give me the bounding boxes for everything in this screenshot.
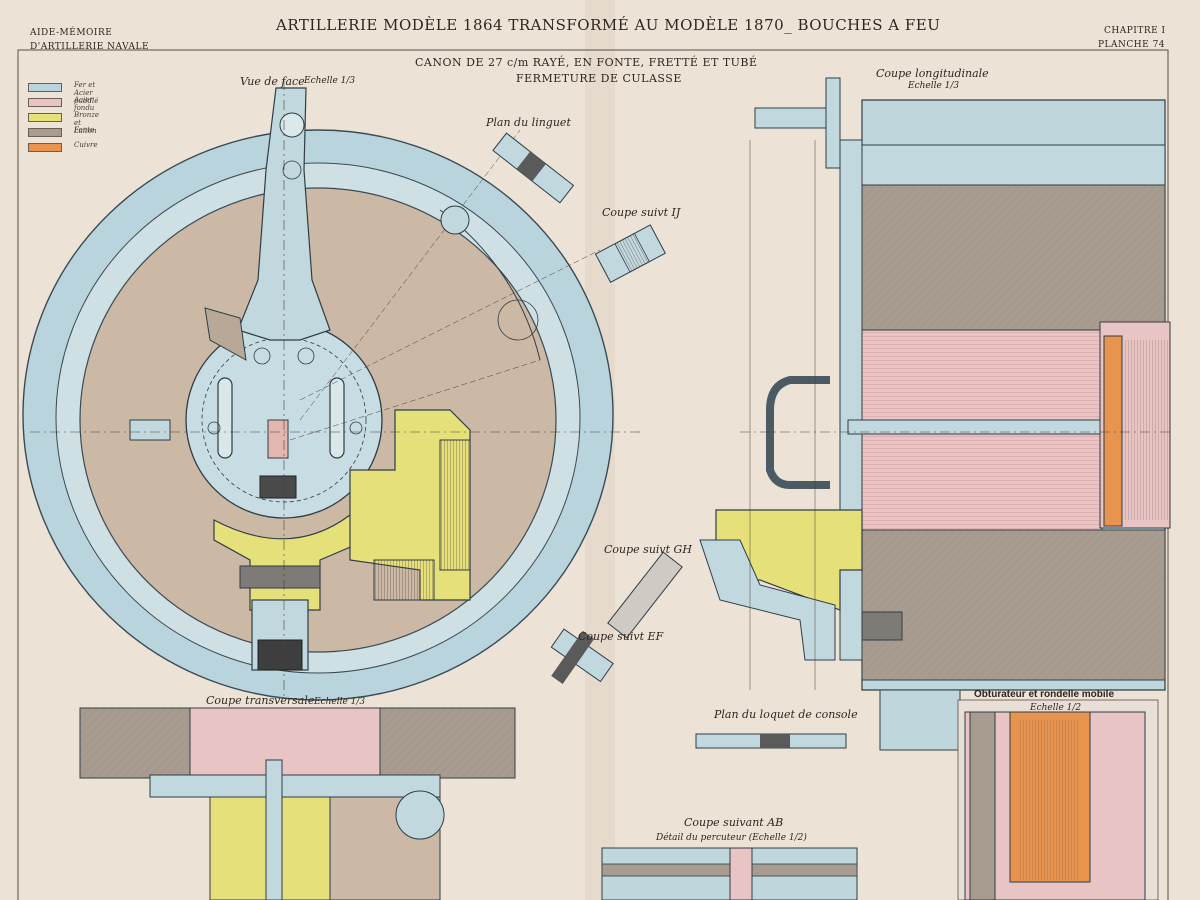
label-coupe-transversale-scale: Echelle 1/3 xyxy=(314,697,366,707)
section-ef-drawing xyxy=(550,628,614,684)
linguet-plan-drawing xyxy=(492,132,575,204)
plate-title: ARTILLERIE MODÈLE 1864 TRANSFORMÉ AU MOD… xyxy=(276,16,941,34)
legend-swatch xyxy=(28,143,62,152)
label-coupe-longitudinale: Coupe longitudinale xyxy=(876,67,989,80)
header-left-line2: D'ARTILLERIE NAVALE xyxy=(30,42,150,52)
label-vue-de-face: Vue de face xyxy=(240,75,305,88)
section-ij-drawing xyxy=(594,224,666,284)
drawing-subtitle: CANON DE 27 c/m RAYÉ, EN FONTE, FRETTÉ E… xyxy=(415,56,758,69)
console-latch-plan-drawing xyxy=(695,733,847,749)
transverse-section-drawing xyxy=(79,707,516,900)
legend-swatch xyxy=(28,83,62,92)
legend-swatch xyxy=(28,113,62,122)
label-obturateur-scale: Echelle 1/2 xyxy=(1030,703,1082,713)
label-plan-loquet-console: Plan du loquet de console xyxy=(714,708,858,721)
section-ab-drawing xyxy=(601,847,858,900)
legend-swatch xyxy=(28,98,62,107)
label-coupe-ab: Coupe suivant AB xyxy=(684,816,784,829)
label-plan-du-linguet: Plan du linguet xyxy=(486,116,571,129)
label-detail-percuteur: Détail du percuteur (Echelle 1/2) xyxy=(656,833,807,843)
label-coupe-ef: Coupe suivt EF xyxy=(578,630,664,643)
label-vue-de-face-scale: Echelle 1/3 xyxy=(304,76,356,86)
legend-label: Acier fondu xyxy=(74,96,95,112)
legend-label: Bronze et Laiton xyxy=(74,111,100,135)
section-gh-drawing xyxy=(607,551,683,639)
legend-label: Fonte xyxy=(74,126,95,134)
legend-label: Fer et Acier puddlé xyxy=(74,81,99,105)
label-coupe-gh: Coupe suivt GH xyxy=(604,543,692,556)
front-view-drawing xyxy=(22,80,640,701)
legend-label: Cuivre xyxy=(74,141,98,149)
obturator-drawing xyxy=(957,699,1159,900)
header-right-line2: PLANCHE 74 xyxy=(1098,40,1166,50)
label-coupe-transversale: Coupe transversale xyxy=(206,694,315,707)
drawing-subtitle-2: FERMETURE DE CULASSE xyxy=(516,72,682,85)
label-coupe-longitudinale-scale: Echelle 1/3 xyxy=(908,81,960,91)
header-right-line1: CHAPITRE I xyxy=(1104,26,1166,36)
label-coupe-ij: Coupe suivt IJ xyxy=(602,206,681,219)
longitudinal-section-drawing xyxy=(699,77,1171,751)
header-left-line1: AIDE-MÉMOIRE xyxy=(30,28,113,38)
label-obturateur: Obturateur et rondelle mobile xyxy=(974,689,1115,700)
legend-swatch xyxy=(28,128,62,137)
